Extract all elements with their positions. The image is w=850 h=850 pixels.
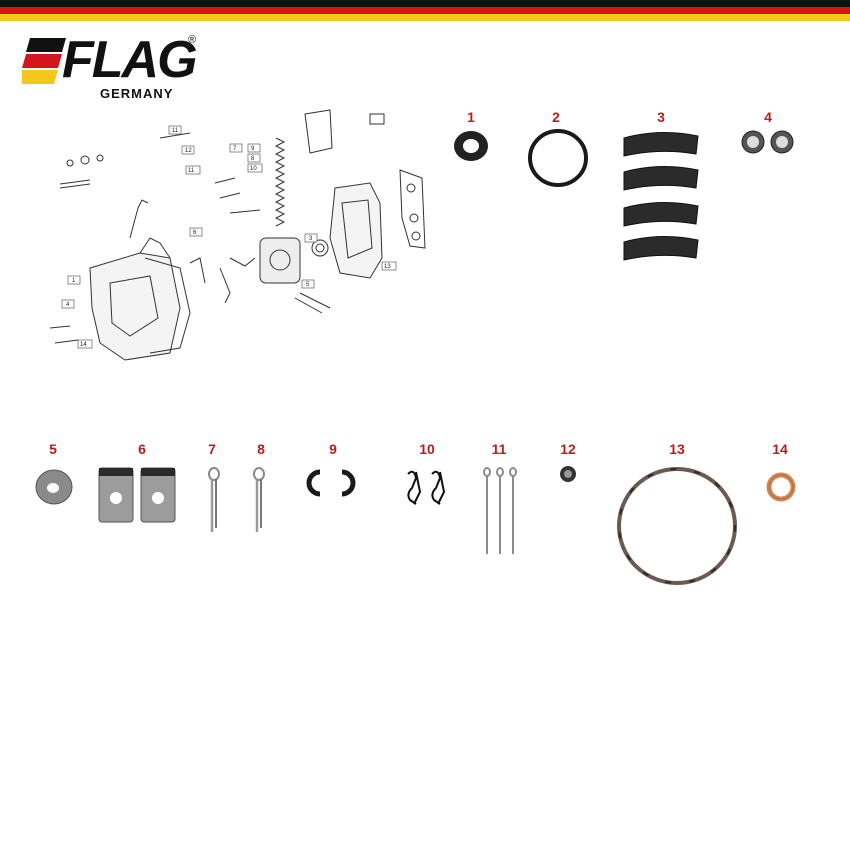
diagram-label: 14 [80,342,87,348]
part-number-1: 1 [467,109,475,125]
diagram-label: 12 [185,148,192,154]
part-8-cotter-pin [253,467,265,532]
diagram-label: 11 [172,128,179,134]
part-number-11: 11 [491,441,507,457]
part-6-tab-washers [98,467,176,523]
part-11-cotter-pins [483,467,517,554]
part-14-copper-washer [766,472,796,502]
part-number-5: 5 [49,441,57,457]
part-number-2: 2 [552,109,560,125]
part-5-washer [35,469,73,505]
diagram-label: 9 [251,146,255,152]
part-number-4: 4 [764,109,772,125]
part-4-small-seals [741,130,794,154]
brand-name: FLAG [62,31,198,89]
part-number-8: 8 [257,441,265,457]
part-13-gasket-ring [617,467,737,585]
diagram-label: 7 [233,146,237,152]
part-number-9: 9 [329,441,337,457]
diagram-label: 3 [309,236,313,242]
part-12-small-seal [560,466,576,482]
part-number-6: 6 [138,441,146,457]
registered-mark: ® [188,34,197,46]
diagram-label: 11 [188,168,195,174]
flag-stripe-gold [0,14,850,21]
part-number-13: 13 [669,441,685,457]
part-number-14: 14 [772,441,788,457]
diagram-label: 1 [72,278,76,284]
part-1-seal [454,131,488,161]
diagram-label: 8 [251,156,255,162]
diagram-label: 4 [66,302,70,308]
diagram-label: 5 [306,282,310,288]
diagram-label: 10 [250,166,257,172]
brand-logo: FLAG ® GERMANY [22,31,212,104]
brand-country: GERMANY [100,86,174,101]
part-number-10: 10 [419,441,435,457]
part-3-rubber-blocks [623,131,699,261]
flag-logo-icon [22,38,66,84]
part-2-o-ring [528,129,588,187]
flag-stripe-red [0,7,850,14]
part-number-7: 7 [208,441,216,457]
diagram-label: 13 [384,264,391,270]
diagram-label: 6 [193,230,197,236]
part-10-spring-clips [407,470,446,505]
part-9-e-clips [306,469,356,497]
flag-stripe-black [0,0,850,7]
part-7-cotter-pin [208,467,220,532]
exploded-pump-diagram: 11 12 6 1 4 14 3 5 13 7 9 8 10 11 [49,109,426,361]
part-number-3: 3 [657,109,665,125]
part-number-12: 12 [560,441,576,457]
